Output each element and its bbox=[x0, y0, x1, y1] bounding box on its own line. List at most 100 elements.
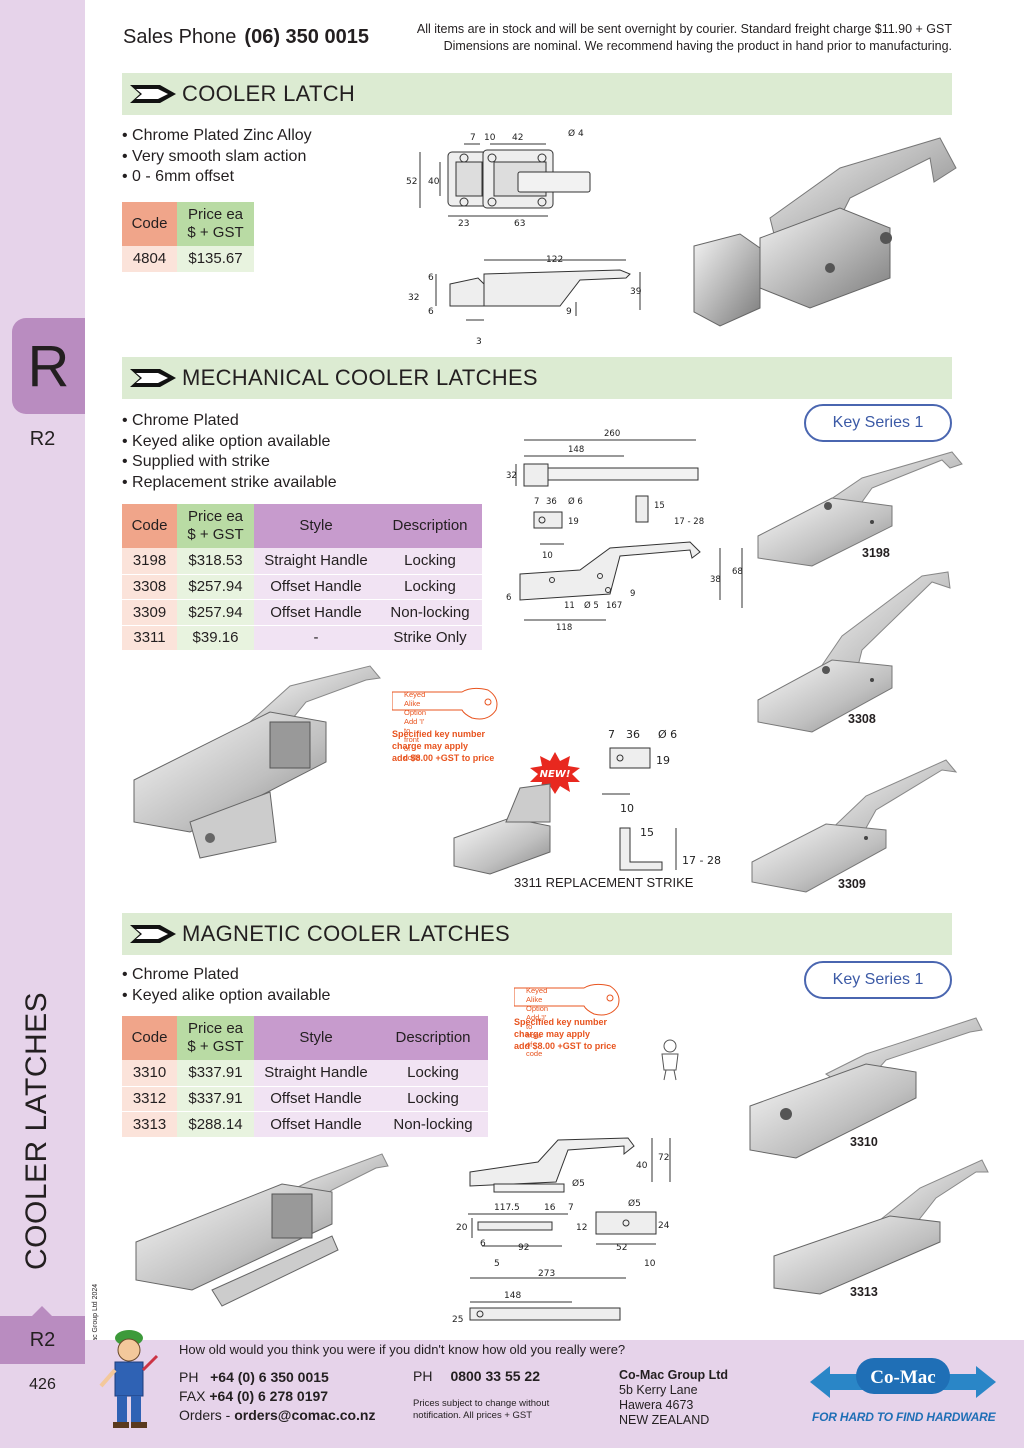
price-cell: $337.91 bbox=[177, 1060, 254, 1086]
dim-148: 148 bbox=[568, 445, 584, 455]
code-cell: 3308 bbox=[122, 573, 177, 599]
product-label-3198: 3198 bbox=[862, 546, 890, 560]
col-header-description: Description bbox=[378, 1016, 488, 1060]
code-cell: 3312 bbox=[122, 1085, 177, 1111]
dim-118: 118 bbox=[556, 623, 572, 633]
dim-3: 3 bbox=[476, 337, 482, 347]
dim-38: 38 bbox=[710, 575, 721, 585]
price-table-mechanical: Code Price ea$ + GST Style Description 3… bbox=[122, 504, 482, 650]
dim-7: 7 bbox=[534, 497, 539, 507]
dim-23: 23 bbox=[458, 219, 469, 229]
col-header-code: Code bbox=[122, 1016, 177, 1060]
col-header-style: Style bbox=[254, 1016, 378, 1060]
price-cell: $39.16 bbox=[177, 624, 254, 650]
stock-line-1: All items are in stock and will be sent … bbox=[416, 22, 952, 36]
mascot-handyman-icon bbox=[99, 1330, 159, 1428]
dim-122: 122 bbox=[546, 255, 563, 265]
code-cell: 3309 bbox=[122, 599, 177, 625]
dim-39: 39 bbox=[630, 287, 642, 297]
price-table-magnetic: Code Price ea$ + GST Style Description 3… bbox=[122, 1016, 488, 1137]
product-photo-3309 bbox=[751, 759, 958, 893]
key-series-button[interactable]: Key Series 1 bbox=[804, 404, 952, 442]
dim-6b: 6 bbox=[428, 307, 434, 317]
table-row[interactable]: 4804 $135.67 bbox=[122, 246, 254, 272]
table-row[interactable]: 3198 $318.53 Straight Handle Locking bbox=[122, 548, 482, 574]
style-cell: - bbox=[254, 624, 378, 650]
dim-68: 68 bbox=[732, 567, 743, 577]
col-header-description: Description bbox=[378, 504, 482, 548]
dim-15: 15 bbox=[640, 826, 654, 839]
dim-15: 15 bbox=[654, 501, 665, 511]
style-cell: Offset Handle bbox=[254, 573, 378, 599]
freephone-number[interactable]: 0800 33 55 22 bbox=[450, 1368, 540, 1384]
dim-6: 6 bbox=[506, 593, 511, 603]
dim-117-5: 117.5 bbox=[494, 1203, 520, 1213]
strike-dimension-drawing: 7 36 Ø 6 19 10 15 17 - 28 bbox=[602, 728, 721, 871]
table-row[interactable]: 3310 $337.91 Straight Handle Locking bbox=[122, 1060, 488, 1086]
key-tag-icon bbox=[514, 983, 620, 1016]
comac-logo[interactable]: Co-Mac bbox=[810, 1352, 996, 1420]
dim-36: 36 bbox=[546, 497, 557, 507]
fax-number[interactable]: +64 (0) 6 278 0197 bbox=[209, 1388, 329, 1404]
dim-10: 10 bbox=[620, 802, 634, 815]
section-cooler-latch-header: COOLER LATCH bbox=[122, 73, 952, 115]
section-title: MAGNETIC COOLER LATCHES bbox=[182, 921, 510, 946]
feature-item: • Chrome Plated bbox=[122, 966, 239, 983]
dim-11: 11 bbox=[564, 601, 575, 611]
price-cell: $337.91 bbox=[177, 1085, 254, 1111]
bottom-section-tab[interactable]: R2 bbox=[0, 1306, 85, 1364]
arrow-icon bbox=[130, 369, 176, 387]
style-cell: Offset Handle bbox=[254, 599, 378, 625]
page-number: 426 bbox=[29, 1376, 56, 1393]
price-disclaimer: Prices subject to change without notific… bbox=[413, 1398, 550, 1421]
dim-dia5: Ø5 bbox=[572, 1178, 585, 1189]
phone-number[interactable]: +64 (0) 6 350 0015 bbox=[210, 1369, 329, 1385]
sales-label: Sales Phone bbox=[123, 26, 237, 48]
price-cell: $257.94 bbox=[177, 573, 254, 599]
dim-9: 9 bbox=[630, 589, 635, 599]
feature-item: • Chrome Plated Zinc Alloy bbox=[122, 127, 312, 144]
dim-10: 10 bbox=[644, 1259, 656, 1269]
price-cell: $318.53 bbox=[177, 548, 254, 574]
section-magnetic-header: MAGNETIC COOLER LATCHES bbox=[122, 913, 952, 955]
key-tag-icon bbox=[392, 687, 498, 720]
price-cell: $288.14 bbox=[177, 1111, 254, 1137]
phone-label: PH bbox=[413, 1368, 433, 1384]
product-label-3309: 3309 bbox=[838, 877, 866, 891]
dim-6a: 6 bbox=[428, 273, 434, 283]
dim-19: 19 bbox=[568, 517, 579, 527]
dim-7: 7 bbox=[470, 133, 476, 143]
section-tab-letter[interactable]: R bbox=[12, 318, 85, 414]
feature-item: • Replacement strike available bbox=[122, 474, 337, 492]
description-cell: Locking bbox=[378, 548, 482, 574]
fax-label: FAX bbox=[179, 1388, 206, 1404]
strike-caption: 3311 REPLACEMENT STRIKE bbox=[514, 875, 694, 890]
sales-phone-number[interactable]: (06) 350 0015 bbox=[244, 26, 369, 48]
cooler-latch-photo bbox=[693, 137, 957, 327]
code-cell: 4804 bbox=[122, 246, 177, 272]
replacement-strike-photo bbox=[453, 783, 551, 875]
table-row[interactable]: 3308 $257.94 Offset Handle Locking bbox=[122, 573, 482, 599]
table-row[interactable]: 3313 $288.14 Offset Handle Non-locking bbox=[122, 1111, 488, 1137]
description-cell: Non-locking bbox=[378, 1111, 488, 1137]
section1-features: • Chrome Plated Zinc Alloy • Very smooth… bbox=[122, 126, 312, 188]
product-photo-3198 bbox=[757, 451, 963, 567]
key-series-button[interactable]: Key Series 1 bbox=[804, 961, 952, 999]
dim-dia4: Ø 4 bbox=[568, 128, 584, 139]
dim-260: 260 bbox=[604, 429, 620, 439]
table-row[interactable]: 3309 $257.94 Offset Handle Non-locking bbox=[122, 599, 482, 625]
section-mechanical-header: MECHANICAL COOLER LATCHES bbox=[122, 357, 952, 399]
feature-item: • Supplied with strike bbox=[122, 453, 270, 471]
section-title: MECHANICAL COOLER LATCHES bbox=[182, 365, 538, 390]
code-cell: 3198 bbox=[122, 548, 177, 574]
orders-email-link[interactable]: orders@comac.co.nz bbox=[234, 1407, 376, 1423]
description-cell: Locking bbox=[378, 1060, 488, 1086]
section2-features: • Chrome Plated • Keyed alike option ava… bbox=[122, 411, 337, 494]
table-row[interactable]: 3312 $337.91 Offset Handle Locking bbox=[122, 1085, 488, 1111]
mechanical-latch-dimension-drawing: 260 148 32 7 36 Ø 6 19 10 15 17 - 28 38 … bbox=[506, 429, 743, 633]
footer-freephone: PH 0800 33 55 22 bbox=[413, 1368, 540, 1384]
dim-dia5: Ø 5 bbox=[584, 600, 599, 611]
feature-item: • 0 - 6mm offset bbox=[122, 168, 235, 186]
table-row[interactable]: 3311 $39.16 - Strike Only bbox=[122, 624, 482, 650]
col-header-code: Code bbox=[122, 202, 177, 246]
